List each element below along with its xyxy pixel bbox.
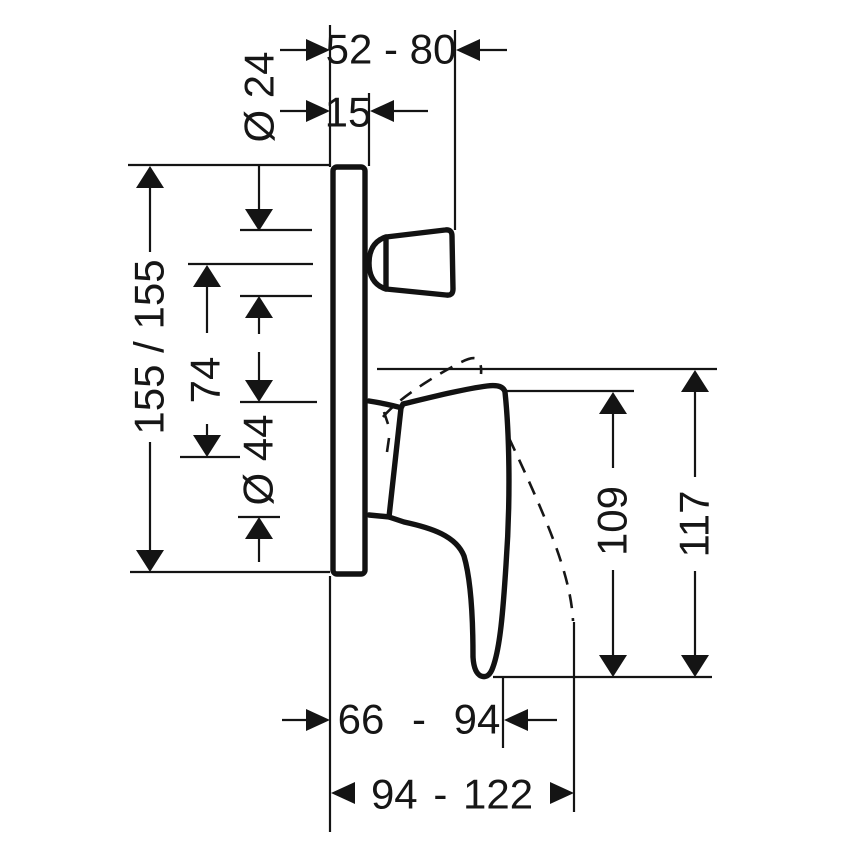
diverter-knob-stem <box>366 234 389 292</box>
dimension-74 <box>193 265 221 457</box>
arrowhead-up-icon <box>136 166 164 188</box>
dimension-109 <box>599 392 627 677</box>
faceplate <box>330 164 368 577</box>
dimension-117 <box>681 370 709 677</box>
lever-hub-top <box>366 398 405 411</box>
arrowhead-down-icon <box>193 435 221 457</box>
dimension-15 <box>280 100 428 122</box>
arrowhead-right-icon <box>306 100 330 122</box>
dim-label-dia24: Ø 24 <box>236 51 283 142</box>
dimension-94-122 <box>331 782 574 804</box>
arrowhead-left-icon <box>456 39 480 61</box>
dimension-dia24 <box>245 166 273 334</box>
arrowhead-down-icon <box>599 655 627 677</box>
arrowhead-up-icon <box>193 265 221 287</box>
dimension-52-80 <box>280 39 507 61</box>
dimension-66-94 <box>282 709 557 731</box>
arrowhead-left-icon <box>370 100 394 122</box>
dim-label-109: 109 <box>589 486 636 556</box>
lever-handle-open-position <box>382 356 575 622</box>
dim-label-52-80: 52 - 80 <box>326 26 457 73</box>
arrowhead-up-icon <box>245 296 273 318</box>
lever-open-hub-mark <box>385 437 391 453</box>
arrowhead-down-icon <box>136 550 164 572</box>
lever-open-hub-mark <box>382 411 390 425</box>
arrowhead-down-icon <box>245 209 273 231</box>
mixer-product <box>330 164 512 680</box>
arrowhead-down-icon <box>245 380 273 402</box>
arrowhead-left-icon <box>331 782 355 804</box>
dim-label-94-122: 94 - 122 <box>371 771 533 818</box>
diverter-knob <box>383 227 456 298</box>
extension-lines <box>128 25 717 832</box>
dim-label-dia44: Ø 44 <box>235 414 282 505</box>
arrowhead-right-icon <box>550 782 574 804</box>
dimension-labels: 52 - 80 15 Ø 24 155 / 155 74 Ø 44 109 11… <box>126 26 718 818</box>
lever-handle <box>386 382 512 680</box>
dim-label-15: 15 <box>325 89 372 136</box>
arrowhead-right-icon <box>306 39 330 61</box>
arrowhead-up-icon <box>599 392 627 414</box>
dim-label-117: 117 <box>671 491 718 558</box>
lever-open-top-outline <box>382 356 483 418</box>
arrowhead-right-icon <box>306 709 330 731</box>
arrowhead-down-icon <box>681 655 709 677</box>
dim-label-74: 74 <box>182 357 229 404</box>
dim-label-66-94: 66 - 94 <box>338 696 501 743</box>
arrowhead-up-icon <box>245 517 273 539</box>
lever-open-front-outline <box>507 437 575 622</box>
dimension-dia44 <box>245 352 273 562</box>
dimension-155-155 <box>136 166 164 572</box>
arrowhead-up-icon <box>681 370 709 392</box>
dim-label-155-155: 155 / 155 <box>126 259 173 434</box>
arrowhead-left-icon <box>504 709 528 731</box>
